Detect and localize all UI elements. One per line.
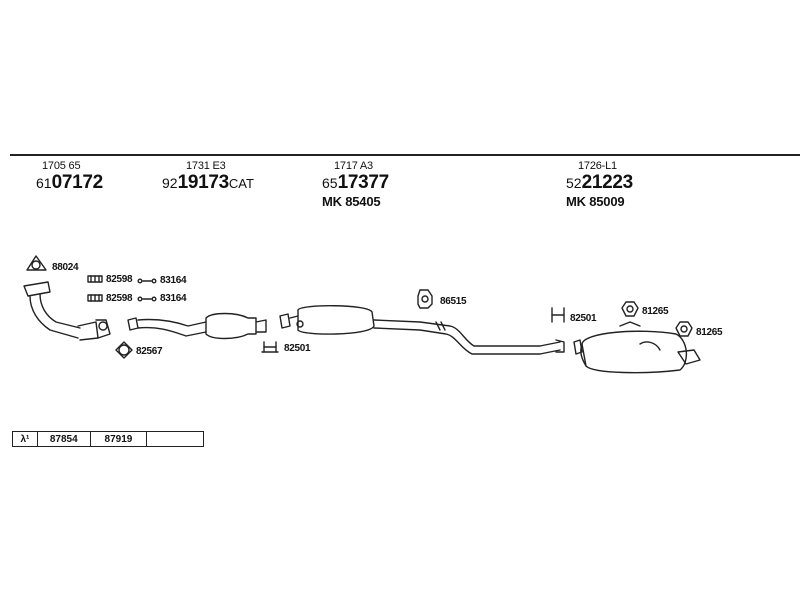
label-nut-2[interactable]: 83164 [160, 293, 187, 304]
header-part-downpipe[interactable]: 1705 65 6107172 [36, 160, 103, 194]
label-hanger-rear-1[interactable]: 81265 [642, 306, 669, 317]
part-number: 5221223 [566, 172, 633, 193]
label-nut-1[interactable]: 83164 [160, 275, 187, 286]
lambda-cell [147, 432, 203, 446]
hanger-icon-rear-2 [675, 321, 693, 337]
gasket-triangle-icon [26, 255, 47, 271]
label-bolt-2[interactable]: 82598 [106, 293, 133, 304]
bolt-icon-1 [87, 275, 103, 283]
part-number: 6517377 [322, 172, 389, 193]
part-code: 1731 E3 [186, 160, 226, 172]
lambda-symbol: λ¹ [13, 432, 38, 446]
mounting-kit-number: MK 85405 [322, 194, 381, 209]
lambda-cell[interactable]: 87854 [38, 432, 91, 446]
label-bolt-1[interactable]: 82598 [106, 274, 133, 285]
part-code: 1705 65 [42, 160, 81, 172]
label-hanger-mid[interactable]: 86515 [440, 296, 467, 307]
label-gasket[interactable]: 88024 [52, 262, 79, 273]
clamp-icon-mid [261, 341, 279, 353]
header-part-rear-silencer[interactable]: 1726-L1 5221223 MK 85009 [566, 160, 633, 209]
label-hanger-rear-2[interactable]: 81265 [696, 327, 723, 338]
lambda-sensor-table: λ¹ 87854 87919 [12, 431, 204, 447]
header-part-middle-silencer[interactable]: 1717 A3 6517377 MK 85405 [322, 160, 389, 209]
lambda-cell[interactable]: 87919 [91, 432, 148, 446]
nut-icon-1 [137, 278, 157, 284]
clamp-icon-rear [551, 307, 565, 323]
bolt-icon-2 [87, 294, 103, 302]
hanger-icon-rear-1 [621, 301, 639, 317]
catalyst-part [127, 312, 267, 340]
label-clamp-rear[interactable]: 82501 [570, 313, 597, 324]
header-divider-line [10, 154, 800, 156]
part-code: 1726-L1 [578, 160, 617, 172]
hanger-icon-mid [417, 289, 433, 309]
nut-icon-2 [137, 296, 157, 302]
header-part-catalyst[interactable]: 1731 E3 9219173CAT [162, 160, 254, 194]
mounting-kit-number: MK 85009 [566, 194, 625, 209]
label-ring-gasket[interactable]: 82567 [136, 346, 163, 357]
part-number: 6107172 [36, 172, 103, 193]
part-code: 1717 A3 [334, 160, 373, 172]
middle-silencer-part [279, 305, 565, 355]
part-number: 9219173CAT [162, 172, 254, 193]
ring-gasket-icon [115, 341, 133, 359]
downpipe-part [23, 281, 111, 341]
rear-silencer-part [573, 321, 701, 374]
label-clamp-mid[interactable]: 82501 [284, 343, 311, 354]
